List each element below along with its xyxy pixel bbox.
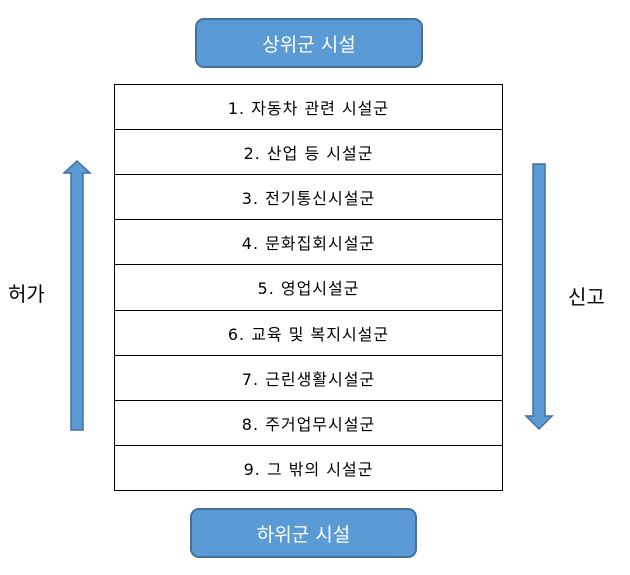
facility-group-label: 4. 문화집회시설군 (241, 234, 376, 254)
facility-group-label: 6. 교육 및 복지시설군 (227, 324, 390, 344)
facility-group-row: 5. 영업시설군 (115, 265, 502, 311)
facility-group-row: 3. 전기통신시설군 (115, 175, 502, 221)
report-down-arrow (524, 163, 554, 431)
facility-group-row: 8. 주거업무시설군 (115, 401, 502, 446)
facility-group-label: 7. 근린생활시설군 (241, 369, 376, 389)
facility-group-label: 8. 주거업무시설군 (241, 414, 376, 434)
permission-up-arrow (62, 159, 92, 431)
report-label: 신고 (568, 285, 605, 309)
facility-group-label: 1. 자동차 관련 시설군 (227, 99, 390, 119)
facility-group-table: 1. 자동차 관련 시설군 2. 산업 등 시설군 3. 전기통신시설군 4. … (114, 84, 503, 491)
facility-group-row: 2. 산업 등 시설군 (115, 130, 502, 176)
facility-group-row: 1. 자동차 관련 시설군 (115, 85, 502, 131)
facility-group-label: 3. 전기통신시설군 (241, 189, 376, 209)
facility-group-label: 2. 산업 등 시설군 (243, 144, 374, 164)
facility-group-row: 7. 근린생활시설군 (115, 356, 502, 401)
facility-group-row: 6. 교육 및 복지시설군 (115, 311, 502, 356)
facility-group-row: 4. 문화집회시설군 (115, 220, 502, 266)
bottom-facility-box: 하위군 시설 (190, 508, 417, 558)
top-facility-box: 상위군 시설 (195, 18, 423, 68)
top-facility-label: 상위군 시설 (262, 33, 356, 56)
permission-label: 허가 (8, 282, 45, 306)
facility-group-label: 9. 그 밖의 시설군 (243, 459, 374, 479)
facility-group-row: 9. 그 밖의 시설군 (115, 446, 502, 490)
bottom-facility-label: 하위군 시설 (256, 523, 351, 546)
facility-group-label: 5. 영업시설군 (257, 279, 360, 299)
